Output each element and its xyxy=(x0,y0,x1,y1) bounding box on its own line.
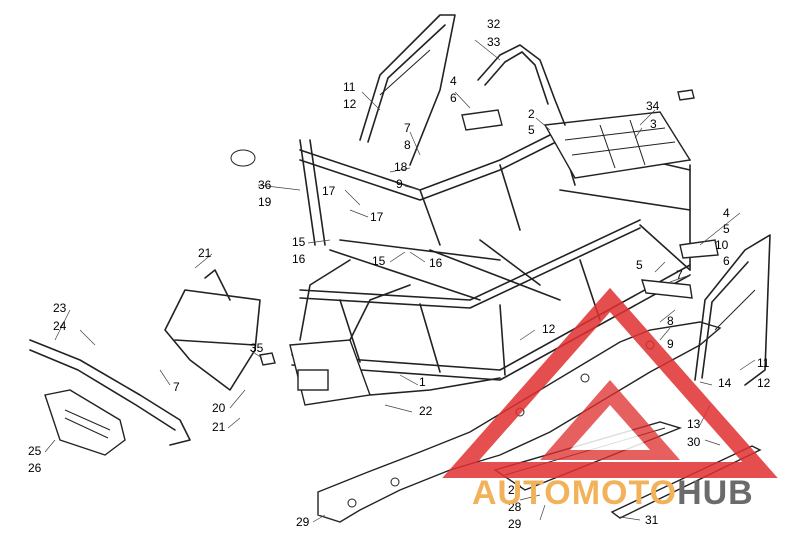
callout-16b: 16 xyxy=(429,256,443,270)
callout-8b: 8 xyxy=(667,314,674,328)
callout-4: 4 xyxy=(450,74,457,88)
callout-28: 28 xyxy=(508,500,522,514)
watermark-wordmark: AUTOMOTOHUB xyxy=(472,474,754,513)
rops-right xyxy=(694,234,771,386)
callout-5c: 5 xyxy=(636,258,643,272)
clamp-ring xyxy=(230,149,256,167)
callout-13: 13 xyxy=(687,417,701,431)
callout-9: 9 xyxy=(396,177,403,191)
callout-18: 18 xyxy=(394,160,408,174)
callout-17: 17 xyxy=(322,184,336,198)
callout-20: 20 xyxy=(212,401,226,415)
callout-12b: 12 xyxy=(542,322,556,336)
callout-1: 1 xyxy=(419,375,426,389)
watermark-logo xyxy=(442,287,778,478)
callout-15b: 15 xyxy=(372,254,386,268)
callout-7b: 7 xyxy=(676,268,683,282)
callout-35: 35 xyxy=(250,341,264,355)
callout-25: 25 xyxy=(28,444,42,458)
callout-3: 3 xyxy=(650,117,657,131)
callout-10: 10 xyxy=(715,238,729,252)
callout-17b: 17 xyxy=(370,210,384,224)
callout-9b: 9 xyxy=(667,337,674,351)
callout-8: 8 xyxy=(404,138,411,152)
callout-6: 6 xyxy=(450,91,457,105)
callout-29: 29 xyxy=(296,515,310,529)
callout-12c: 12 xyxy=(757,376,771,390)
leader-lines xyxy=(44,39,756,523)
watermark-part-a: AUTOMOTO xyxy=(472,474,678,512)
grab-handle xyxy=(477,44,566,126)
callout-14: 14 xyxy=(718,376,732,390)
bumper-bracket xyxy=(164,269,261,391)
front-bumper xyxy=(29,339,191,446)
skid-guard xyxy=(44,389,126,456)
callout-2: 2 xyxy=(528,107,535,121)
callout-27: 27 xyxy=(508,483,522,497)
callout-16: 16 xyxy=(292,252,306,266)
plate-34 xyxy=(677,89,695,101)
bracket-upper xyxy=(461,109,503,131)
front-post xyxy=(299,139,326,246)
callout-6b: 6 xyxy=(723,254,730,268)
callout-32: 32 xyxy=(487,17,501,31)
callout-36: 36 xyxy=(258,178,272,192)
bracket-lower xyxy=(641,279,693,299)
callout-7c: 7 xyxy=(173,380,180,394)
callout-11: 11 xyxy=(343,80,356,94)
callout-21b: 21 xyxy=(212,420,226,434)
callout-24: 24 xyxy=(53,319,67,333)
callout-12: 12 xyxy=(343,97,357,111)
callout-23: 23 xyxy=(53,301,67,315)
main-frame xyxy=(289,111,692,406)
rops-left xyxy=(359,14,456,166)
callout-29b: 29 xyxy=(508,517,522,531)
watermark-part-b: HUB xyxy=(677,474,754,512)
callout-26: 26 xyxy=(28,461,42,475)
callout-22: 22 xyxy=(419,404,433,418)
plate-35 xyxy=(259,352,276,366)
callout-34: 34 xyxy=(646,99,660,113)
callout-33: 33 xyxy=(487,35,501,49)
callout-15: 15 xyxy=(292,235,306,249)
callout-19: 19 xyxy=(258,195,272,209)
callout-4b: 4 xyxy=(723,206,730,220)
callout-5b: 5 xyxy=(723,222,730,236)
callout-21: 21 xyxy=(198,246,212,260)
bracket-side xyxy=(679,239,719,259)
callout-7: 7 xyxy=(404,121,411,135)
callout-11b: 11 xyxy=(757,356,770,370)
callout-30: 30 xyxy=(687,435,701,449)
callout-5: 5 xyxy=(528,123,535,137)
callout-31: 31 xyxy=(645,513,659,527)
